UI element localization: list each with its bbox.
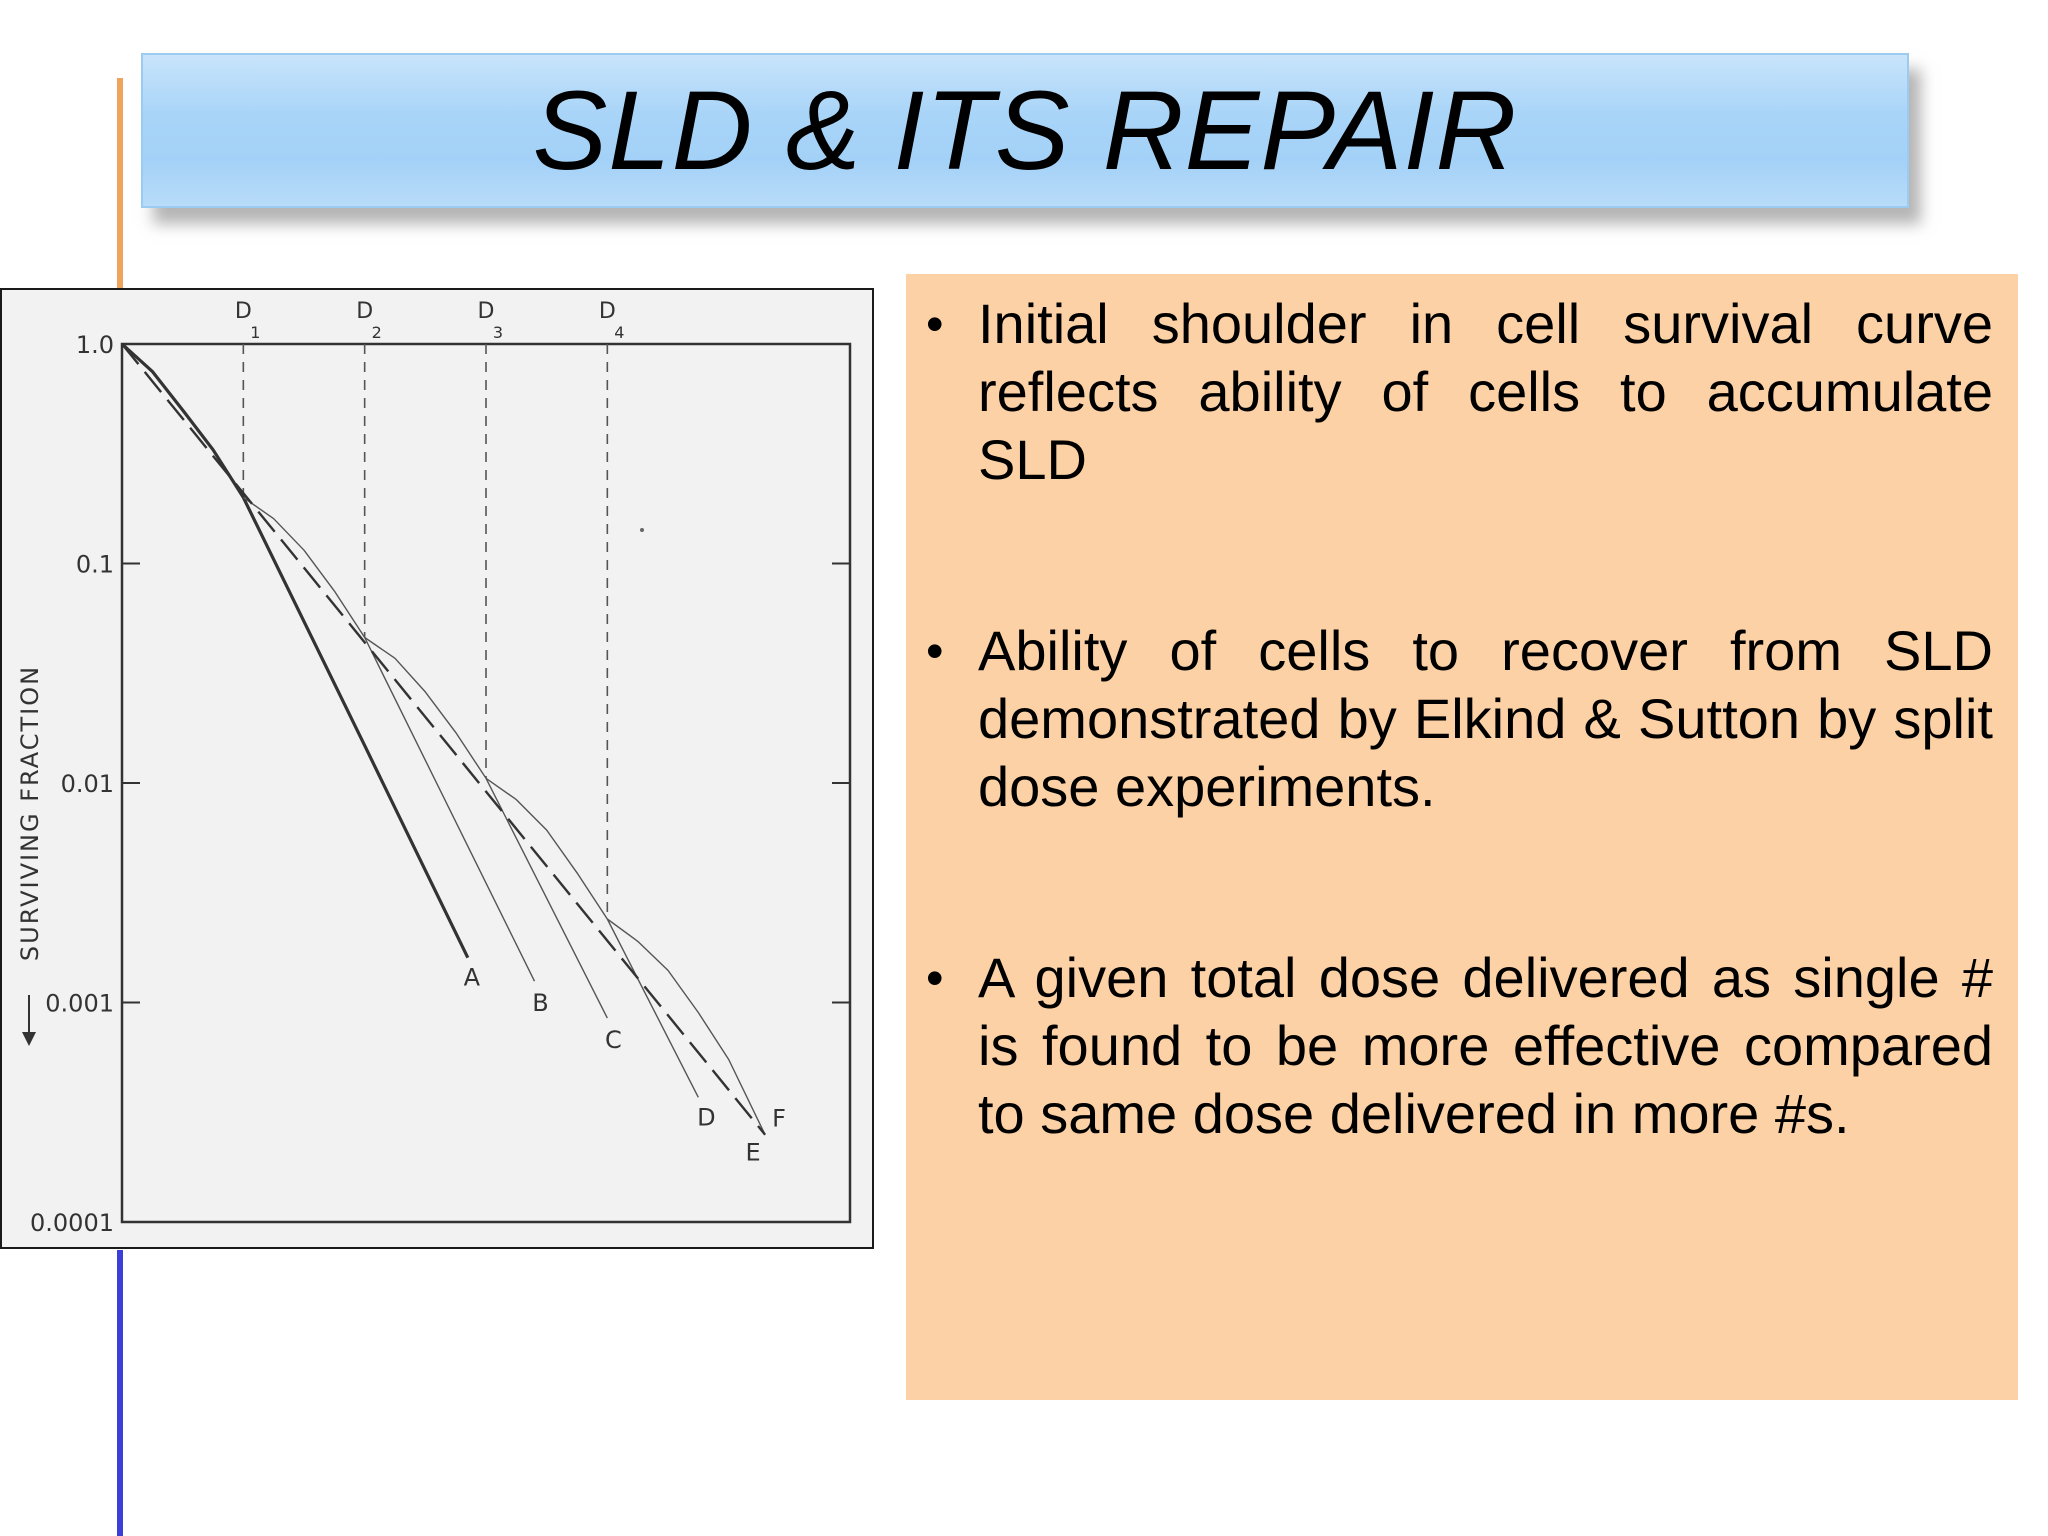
series-line-a bbox=[120, 342, 470, 959]
series-line-d bbox=[485, 777, 699, 1098]
series-line-c bbox=[364, 636, 608, 1019]
series-label-e: E bbox=[745, 1139, 760, 1167]
bullet-dot: • bbox=[926, 950, 944, 1006]
series-label-b: B bbox=[532, 989, 548, 1017]
y-tick-label: 1.0 bbox=[76, 331, 114, 359]
bullet-text-box: • Initial shoulder in cell survival curv… bbox=[906, 274, 2018, 1400]
y-tick-label: 0.001 bbox=[45, 990, 114, 1018]
bullet-dot: • bbox=[926, 623, 944, 679]
series-line-e bbox=[606, 918, 766, 1136]
survival-curve-chart: 1.0 0.1 0.01 0.001 0.0001 SURVIVING FRACTION D… bbox=[16, 299, 852, 1237]
y-tick-label: 0.01 bbox=[61, 770, 114, 798]
y-tick-label: 0.1 bbox=[76, 551, 114, 579]
title-bar: SLD & ITS REPAIR bbox=[141, 53, 1909, 208]
bullet-text: Ability of cells to recover from SLD dem… bbox=[978, 619, 1993, 818]
accent-line-orange bbox=[117, 78, 123, 288]
dose-marker-label: D bbox=[478, 299, 495, 324]
series-label-f: F bbox=[772, 1105, 786, 1133]
scan-speck bbox=[640, 528, 644, 532]
bullet-text: Initial shoulder in cell survival curve … bbox=[978, 292, 1993, 491]
slide-title: SLD & ITS REPAIR bbox=[532, 67, 1518, 193]
accent-line-blue bbox=[117, 1250, 123, 1536]
bullet-text: A given total dose delivered as single #… bbox=[978, 946, 1993, 1145]
dose-marker-label: D bbox=[356, 299, 373, 324]
series-label-a: A bbox=[464, 964, 481, 992]
series-line-b bbox=[242, 496, 536, 982]
dose-marker-subscript: 4 bbox=[614, 323, 624, 342]
series-line-f bbox=[121, 343, 767, 1136]
dose-marker-subscript: 1 bbox=[250, 323, 260, 342]
dose-marker-label: D bbox=[599, 299, 616, 324]
y-axis-arrow-head bbox=[22, 1032, 36, 1046]
series-label-c: C bbox=[605, 1026, 622, 1054]
dose-marker-subscript: 3 bbox=[493, 323, 503, 342]
dose-marker-label: D bbox=[235, 299, 252, 324]
series-label-d: D bbox=[697, 1103, 715, 1131]
bullet-dot: • bbox=[926, 296, 944, 352]
dose-marker-subscript: 2 bbox=[372, 323, 382, 342]
y-tick-label: 0.0001 bbox=[30, 1209, 114, 1237]
survival-curve-figure: 1.0 0.1 0.01 0.001 0.0001 SURVIVING FRACTION D… bbox=[0, 288, 874, 1249]
y-axis-label: SURVIVING FRACTION bbox=[16, 665, 44, 961]
